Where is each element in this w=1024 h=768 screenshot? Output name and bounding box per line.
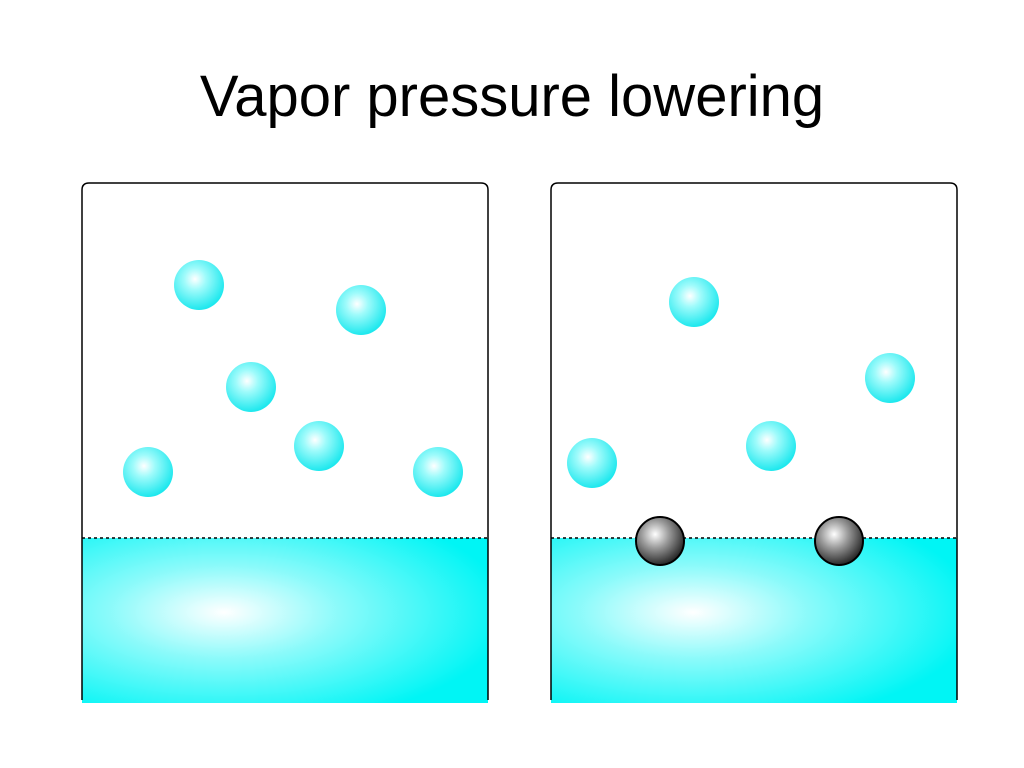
vapor-molecule — [865, 353, 915, 403]
vapor-molecule — [413, 447, 463, 497]
vapor-molecule — [669, 277, 719, 327]
vapor-molecule — [567, 438, 617, 488]
container-outline — [550, 182, 958, 700]
slide-title: Vapor pressure lowering — [199, 64, 825, 129]
vapor-molecules — [123, 260, 463, 497]
vapor-molecules — [567, 277, 915, 488]
vapor-molecule — [294, 421, 344, 471]
vapor-molecule — [746, 421, 796, 471]
liquid-highlight — [82, 538, 488, 703]
panel-solution — [550, 182, 958, 703]
solute-particle — [635, 516, 685, 566]
liquid-highlight — [551, 538, 957, 703]
vapor-molecule — [123, 447, 173, 497]
vapor-molecule — [174, 260, 224, 310]
container-outline — [81, 182, 489, 700]
vapor-molecule — [226, 362, 276, 412]
solute-particles — [635, 516, 864, 566]
solute-particle — [814, 516, 864, 566]
vapor-molecule — [336, 285, 386, 335]
panel-pure-solvent — [81, 182, 489, 703]
